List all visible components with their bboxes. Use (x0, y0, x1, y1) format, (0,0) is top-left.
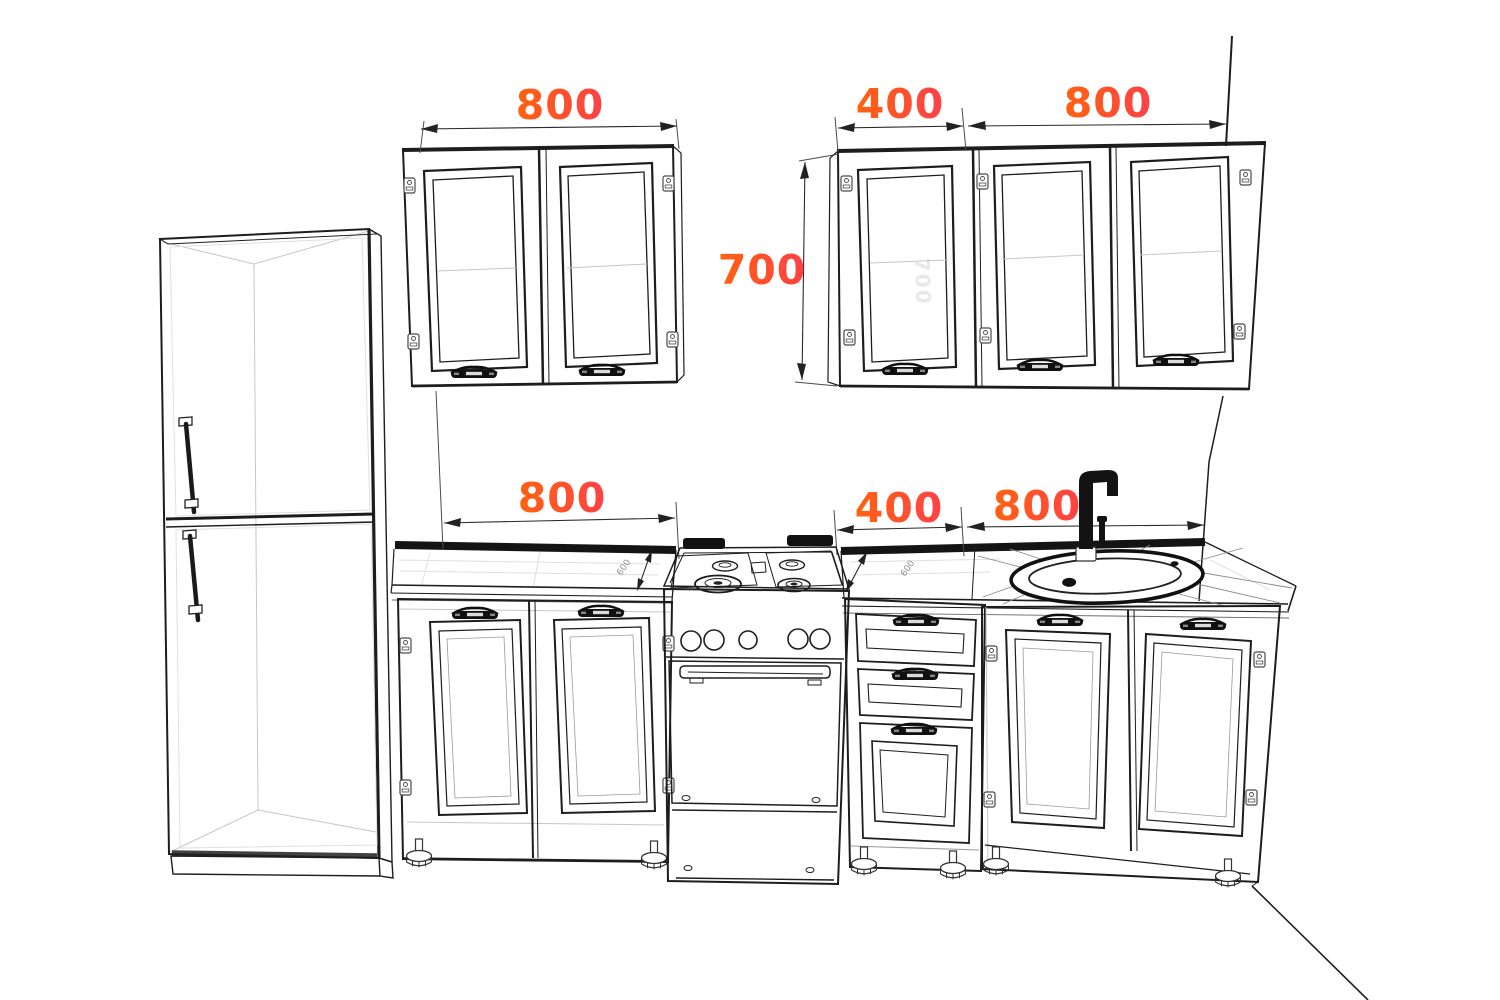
glass-watermark: 700 (910, 257, 936, 306)
hinge-icon (403, 177, 416, 194)
hinge-icon (662, 175, 675, 192)
counter-depth-annotation-mid: 600 (846, 552, 917, 592)
floor-line (1251, 881, 1369, 1000)
kitchen-sink (1009, 549, 1205, 605)
stove-knobs (680, 628, 831, 652)
dimension-label-wall-left: 800 (516, 81, 605, 129)
hinge-icon (1233, 323, 1246, 340)
wall-cabinet-400-800-right: 700 (827, 141, 1267, 391)
base-cabinet-800-left (396, 597, 675, 871)
door-handle-icon (577, 363, 627, 378)
adjustable-foot-icon (850, 846, 878, 877)
sink-drain-icon (1062, 577, 1077, 587)
dimension-wall-left: 800 (419, 81, 680, 154)
wall-cabinet-800-left (401, 144, 685, 388)
dimension-wall-mid: 400 (834, 80, 967, 153)
drawer-unit-400 (843, 597, 987, 881)
faucet-spout-icon (1079, 470, 1118, 549)
fridge-freezer-handle (182, 529, 203, 623)
hinge-icon (840, 175, 853, 192)
fridge-upper-handle (178, 416, 199, 515)
door-handle-icon (576, 604, 626, 619)
adjustable-foot-icon (1214, 858, 1242, 889)
dimension-label-wall-height: 700 (718, 246, 807, 294)
hinge-icon (976, 173, 989, 190)
adjustable-foot-icon (939, 850, 967, 881)
sink-base-cabinet-800 (981, 604, 1282, 889)
dimension-label-wall-mid: 400 (856, 80, 945, 128)
hinge-icon (1239, 169, 1252, 186)
gas-stove (662, 535, 851, 886)
door-handle-icon (880, 362, 930, 377)
oven-door-handle (679, 665, 831, 686)
counter-depth-annotation-left: 600 (615, 550, 652, 591)
refrigerator (158, 227, 394, 879)
dimension-wall-height: 700 (718, 153, 840, 387)
dimension-label-wall-right: 800 (1064, 79, 1153, 127)
dimension-base-right: 800 (966, 482, 1205, 531)
door-handle-icon (1151, 353, 1201, 368)
dimension-base-mid: 400 (833, 484, 965, 557)
hinge-icon (1245, 789, 1258, 806)
adjustable-foot-icon (640, 840, 668, 871)
adjustable-foot-icon (405, 838, 433, 869)
hinge-icon (983, 791, 996, 808)
hinge-icon (399, 637, 412, 654)
dimension-wall-right: 800 (967, 79, 1227, 130)
burners (694, 559, 811, 594)
countertop-left: 600 (390, 541, 677, 604)
drawer-handle-icon (890, 667, 940, 682)
hinge-icon (399, 779, 412, 796)
hinge-icon (843, 329, 856, 346)
dimension-base-left: 800 (435, 390, 680, 560)
dimension-label-base-right: 800 (993, 482, 1082, 530)
door-handle-icon (1015, 358, 1065, 373)
adjustable-foot-icon (982, 846, 1010, 877)
door-handle-icon (1178, 617, 1228, 632)
wall-corner-line (1198, 35, 1233, 602)
faucet (1075, 470, 1118, 562)
counter-depth-label: 600 (899, 559, 917, 579)
hinge-icon (666, 331, 679, 348)
hinge-icon (407, 333, 420, 350)
dimension-label-base-mid: 400 (855, 484, 944, 532)
dimension-label-base-left: 800 (518, 474, 607, 522)
hinge-icon (985, 645, 998, 662)
hinge-icon (979, 327, 992, 344)
hinge-icon (1253, 651, 1266, 668)
door-handle-icon (1035, 613, 1085, 628)
